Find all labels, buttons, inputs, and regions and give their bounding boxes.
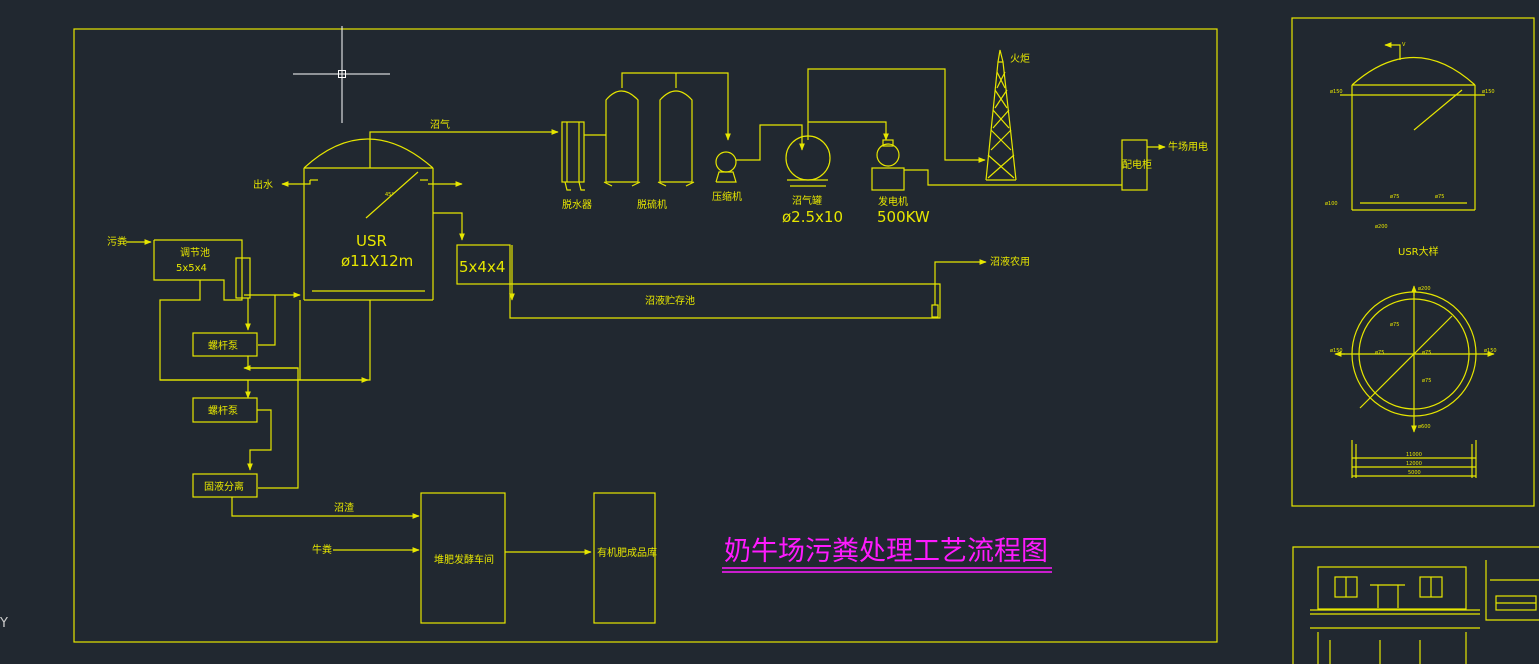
distribution-cabinet-label: 配电柜 (1122, 158, 1152, 171)
cow-dung-label: 牛粪 (312, 543, 332, 556)
farm-power-label: 牛场用电 (1168, 140, 1208, 153)
solid-liquid-separator: 固液分离 (192, 473, 258, 498)
dewaterer-label: 脱水器 (562, 198, 592, 211)
drawing-frame (73, 28, 1218, 643)
gas-tank-label: 沼气罐 (792, 194, 822, 207)
biogas-label: 沼气 (430, 118, 450, 131)
crosshair-cursor-icon (293, 26, 390, 123)
generator-power: 500KW (877, 208, 930, 226)
building-detail-frame (1292, 546, 1539, 664)
plan-label-d75-d: ø75 (1422, 378, 1431, 384)
settling-tank: 5x4x4 (456, 244, 511, 285)
plan-label-d200-top: ø200 (1418, 286, 1431, 292)
compost-workshop-label: 堆肥发酵车间 (434, 553, 494, 566)
detail-label-d150-right: ø150 (1482, 89, 1495, 95)
slurry-storage-tank: 沼液贮存池 (509, 283, 941, 319)
distribution-cabinet: 配电柜 (1121, 139, 1152, 191)
usr-angle: 45° (385, 192, 394, 198)
torch-tower: 火炬 (985, 49, 1030, 181)
usr-detail-elevation: ø150 ø150 ø100 ø75 ø75 ø200 V (1325, 42, 1495, 230)
plan-label-d75-a: ø75 (1390, 322, 1399, 328)
drawing-title: 奶牛场污粪处理工艺流程图 (722, 536, 1052, 573)
solid-liquid-sep-label: 固液分离 (204, 480, 244, 493)
plan-label-d150-left: ø150 (1330, 348, 1343, 354)
plan-label-d600: ø600 (1418, 424, 1431, 430)
desulfurizer: 脱硫机 (603, 72, 731, 211)
generator-label: 发电机 (878, 195, 908, 208)
screw-pump-1: 螺杆泵 (192, 332, 258, 357)
biogas-residue-label: 沼渣 (334, 501, 354, 514)
detail-label-d200-top: ø200 (1375, 224, 1388, 230)
usr-detail-plan: ø200 ø600 ø150 ø150 ø75 ø75 ø75 ø75 (1330, 285, 1497, 433)
compressor-label: 压缩机 (712, 190, 742, 203)
fertilizer-store: 有机肥成品库 (593, 492, 657, 624)
sewage-label: 污粪 (107, 235, 127, 248)
gas-tank-dimension: ø2.5x10 (782, 208, 843, 226)
detail-label-d100: ø100 (1325, 201, 1338, 207)
generator: 发电机 500KW (871, 139, 930, 226)
plan-label-d150-right: ø150 (1484, 348, 1497, 354)
compressor: 压缩机 (712, 151, 742, 203)
adjust-tank: 调节池 5x5x4 (153, 239, 251, 301)
torch-label: 火炬 (1010, 52, 1030, 65)
usr-label: USR (356, 232, 387, 250)
usr-detail-dimensions: 11000 12000 5000 (1351, 440, 1477, 478)
adjust-tank-dimension: 5x5x4 (176, 263, 207, 274)
detail-label-v: V (1402, 42, 1406, 48)
plan-label-d75-b: ø75 (1375, 350, 1384, 356)
dim-label-h11: 11000 (1406, 452, 1422, 458)
slurry-storage-label: 沼液贮存池 (645, 294, 695, 307)
screw-pump-1-label: 螺杆泵 (208, 340, 238, 352)
compost-workshop: 堆肥发酵车间 (420, 492, 506, 624)
screw-pump-2: 螺杆泵 (192, 397, 258, 423)
slurry-use-label: 沼液农用 (990, 255, 1030, 268)
fertilizer-store-label: 有机肥成品库 (597, 546, 657, 559)
axis-y-label: Y (0, 616, 8, 631)
dim-label-h12: 12000 (1406, 461, 1422, 467)
usr-detail-frame (1291, 17, 1535, 507)
title-text: 奶牛场污粪处理工艺流程图 (724, 536, 1048, 567)
adjust-tank-label: 调节池 (180, 246, 210, 259)
usr-detail-label: USR大样 (1398, 245, 1439, 258)
usr-reactor: USR ø11X12m 45° (303, 138, 434, 301)
usr-dimension: ø11X12m (341, 252, 413, 270)
plan-label-d75-c: ø75 (1422, 350, 1431, 356)
settling-tank-dimension: 5x4x4 (459, 258, 505, 276)
gas-tank: 沼气罐 ø2.5x10 (782, 135, 843, 226)
dewaterer: 脱水器 (561, 121, 592, 211)
screw-pump-2-label: 螺杆泵 (208, 405, 238, 417)
outlet-water-label: 出水 (253, 178, 273, 191)
detail-label-d75-b: ø75 (1435, 194, 1444, 200)
desulfurizer-label: 脱硫机 (637, 198, 667, 211)
detail-label-d150-left: ø150 (1330, 89, 1343, 95)
dim-label-s5: 5000 (1408, 470, 1421, 476)
detail-label-d75-a: ø75 (1390, 194, 1399, 200)
